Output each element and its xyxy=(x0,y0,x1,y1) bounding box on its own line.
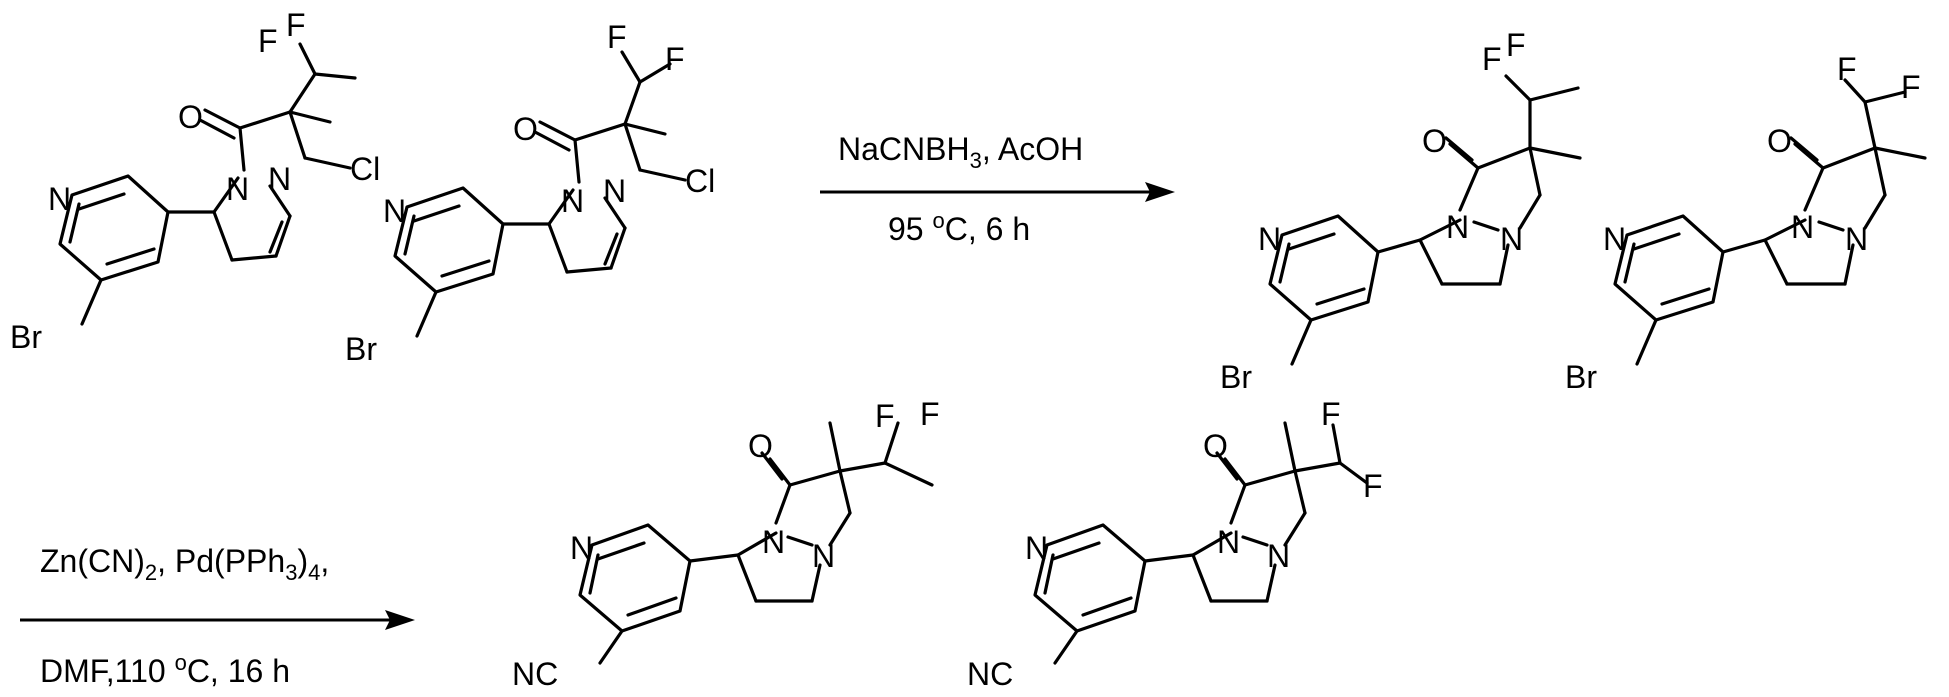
reaction-arrow-1: NaCNBH3, AcOH 95 oC, 6 h xyxy=(820,131,1175,247)
p2-atom-n2: N xyxy=(1267,538,1290,574)
sm1-atom-n1: N xyxy=(226,171,249,207)
sm2-atom-cl: Cl xyxy=(685,163,715,199)
p1-atom-n-pyridine: N xyxy=(570,530,593,566)
sm1-atom-br: Br xyxy=(10,319,42,355)
p2-atom-f2: F xyxy=(1363,468,1383,504)
product-2: N NC N N O F F xyxy=(967,396,1383,692)
intermediate-2: N Br N N O F F xyxy=(1565,51,1925,395)
sm2-atom-br: Br xyxy=(345,331,377,367)
p2-atom-n-pyridine: N xyxy=(1025,530,1048,566)
sm1-atom-f2: F xyxy=(286,7,306,43)
p1-atom-f1: F xyxy=(875,398,895,434)
p1-atom-nc: NC xyxy=(512,656,558,692)
p2-atom-f1: F xyxy=(1321,396,1341,432)
int1-atom-br: Br xyxy=(1220,359,1252,395)
p1-atom-n1: N xyxy=(762,524,785,560)
intermediate-1: N Br N N O F F xyxy=(1220,27,1580,395)
int1-atom-n1: N xyxy=(1446,209,1469,245)
p2-atom-nc: NC xyxy=(967,656,1013,692)
p2-atom-o: O xyxy=(1203,428,1228,464)
int2-atom-br: Br xyxy=(1565,359,1597,395)
p1-atom-f2: F xyxy=(920,396,940,432)
p1-atom-o: O xyxy=(748,428,773,464)
int1-atom-f1: F xyxy=(1482,41,1502,77)
sm1-atom-n2: N xyxy=(268,161,291,197)
int2-atom-n2: N xyxy=(1845,221,1868,257)
int1-atom-o: O xyxy=(1422,123,1447,159)
sm2-atom-n2: N xyxy=(603,173,626,209)
sm2-atom-f1: F xyxy=(607,19,627,55)
p1-atom-n2: N xyxy=(812,538,835,574)
int2-atom-f1: F xyxy=(1837,51,1857,87)
int1-atom-n-pyridine: N xyxy=(1258,221,1281,257)
int2-atom-n-pyridine: N xyxy=(1603,221,1626,257)
reaction-2-reagents: Zn(CN)2, Pd(PPh3)4, xyxy=(40,543,329,585)
sm1-atom-cl: Cl xyxy=(350,151,380,187)
sm2-atom-n1: N xyxy=(561,183,584,219)
starting-material-1: N Br N N O Cl F F xyxy=(10,7,380,355)
int2-atom-o: O xyxy=(1767,123,1792,159)
int1-atom-n2: N xyxy=(1500,221,1523,257)
int1-atom-f2: F xyxy=(1506,27,1526,63)
starting-material-2: N Br N N O Cl F F xyxy=(345,19,715,367)
reaction-1-conditions: 95 oC, 6 h xyxy=(888,208,1030,247)
sm2-atom-f2: F xyxy=(665,41,685,77)
reaction-arrow-2: Zn(CN)2, Pd(PPh3)4, DMF,110 oC, 16 h xyxy=(20,543,415,689)
sm1-atom-o: O xyxy=(178,99,203,135)
product-1: N NC N N O F F xyxy=(512,396,940,692)
int2-atom-f2: F xyxy=(1901,69,1921,105)
p2-atom-n1: N xyxy=(1217,524,1240,560)
reaction-2-conditions: DMF,110 oC, 16 h xyxy=(40,650,290,689)
sm1-atom-n-pyridine: N xyxy=(48,181,71,217)
reaction-1-reagents: NaCNBH3, AcOH xyxy=(838,131,1083,173)
int2-atom-n1: N xyxy=(1791,209,1814,245)
sm2-atom-o: O xyxy=(513,111,538,147)
sm2-atom-n-pyridine: N xyxy=(383,193,406,229)
sm1-atom-f1: F xyxy=(258,23,278,59)
